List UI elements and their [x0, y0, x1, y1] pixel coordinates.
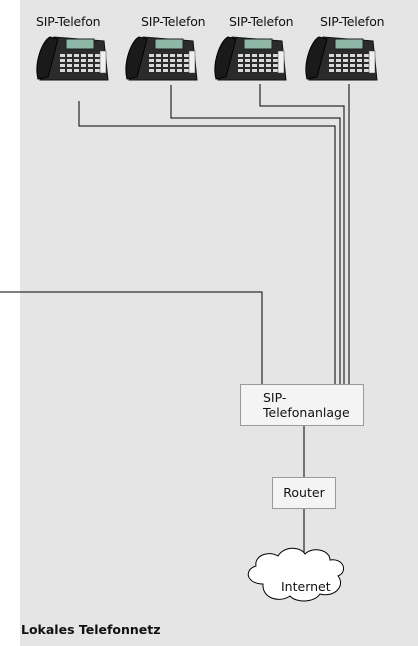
phones-group — [36, 36, 378, 81]
pbx-label-line2: Telefonanlage — [263, 405, 350, 420]
pbx-label-line1: SIP- — [263, 390, 287, 405]
phone-2-icon — [125, 36, 198, 81]
network-area-title: Lokales Telefonnetz — [21, 622, 161, 637]
pbx-box: SIP- Telefonanlage — [240, 384, 364, 426]
phone-2-label: SIP-Telefon — [141, 14, 206, 29]
internet-cloud-icon — [247, 547, 345, 602]
phone-2-cable — [170, 85, 341, 384]
phone-4-label: SIP-Telefon — [320, 14, 385, 29]
phone-1-label: SIP-Telefon — [36, 14, 101, 29]
phone-1-cable — [78, 101, 336, 384]
wiring — [0, 84, 350, 562]
phone-3-icon — [214, 36, 287, 81]
phone-3-cable — [259, 84, 345, 384]
router-label: Router — [283, 485, 325, 500]
phone-4-icon — [305, 36, 378, 81]
router-box: Router — [272, 477, 336, 509]
external-line — [0, 291, 263, 384]
phone-1-icon — [36, 36, 109, 81]
local-network-area — [20, 0, 418, 646]
internet-label: Internet — [281, 579, 331, 594]
phone-3-label: SIP-Telefon — [229, 14, 294, 29]
